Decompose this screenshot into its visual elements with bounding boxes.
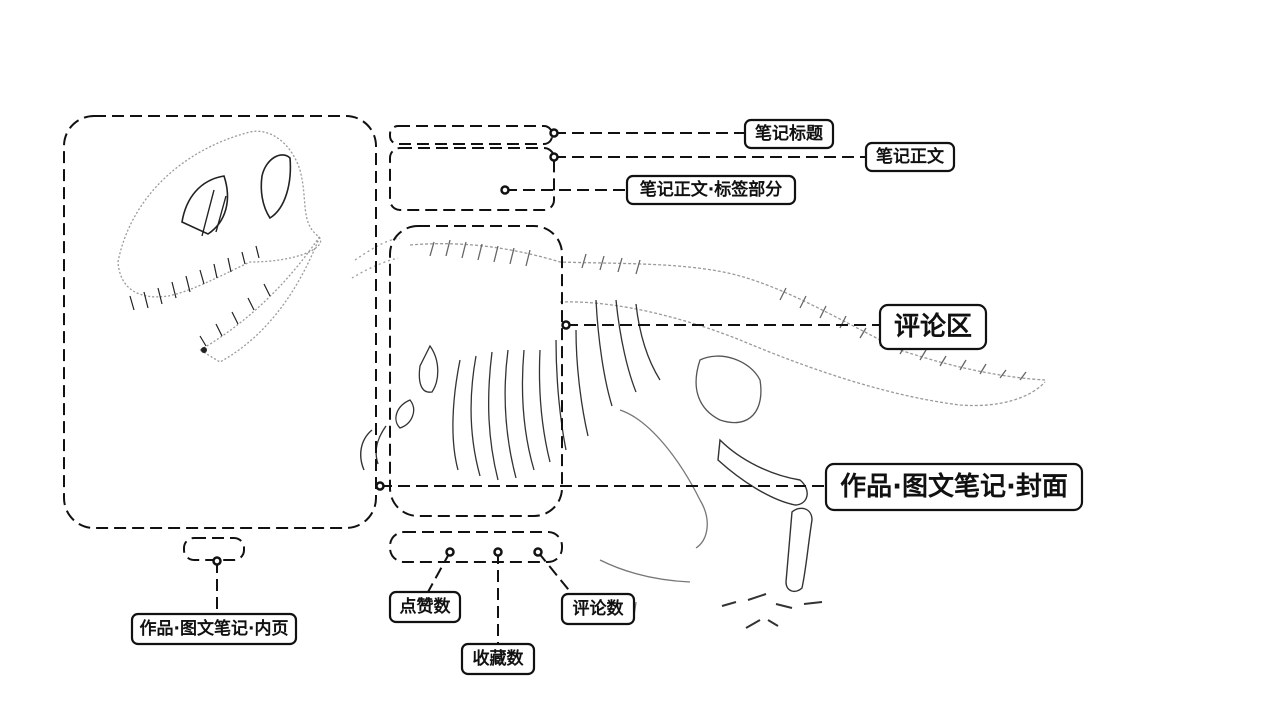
dot-favorite-count: [493, 547, 503, 557]
dot-inner-page: [212, 556, 222, 566]
comment-area-box: [389, 225, 563, 517]
skull-drawing: [117, 130, 322, 363]
hand-drawing: [360, 425, 387, 471]
region-boxes: [63, 115, 563, 563]
note-title-label-box: [743, 118, 835, 150]
anchor-dots: [212, 128, 571, 566]
note-body-label-box: [864, 141, 956, 173]
inner-page-box: [63, 115, 377, 529]
cover-label: 作品·图文笔记·封面: [840, 471, 1068, 502]
dot-like-count: [445, 547, 455, 557]
dot-comment-count: [533, 547, 543, 557]
leader-lines: [216, 132, 880, 646]
dot-note-tags: [500, 185, 510, 195]
dot-comment-area: [561, 320, 571, 330]
note-title-label: 笔记标题: [755, 123, 824, 144]
spine-drawing: [409, 243, 1046, 381]
cover-label-box: [824, 462, 1084, 512]
comment-count-label-box: [560, 592, 636, 626]
like-count-label: 点赞数: [400, 596, 452, 617]
thigh-drawing: [619, 409, 708, 549]
dinosaur-skeleton-illustration: [117, 130, 1046, 629]
comment-area-label-box: [878, 303, 988, 351]
leader-like-count: [427, 551, 451, 593]
dot-note-body: [549, 152, 559, 162]
pagination-dots-box: [183, 537, 245, 561]
note-body-label: 笔记正文: [876, 146, 945, 167]
comment-count-label: 评论数: [573, 598, 625, 619]
spine-lower-drawing: [559, 301, 1046, 407]
dot-cover: [375, 481, 385, 491]
label-boxes: [130, 118, 1084, 676]
foot-bones-drawing: [721, 593, 823, 629]
shin-drawing: [717, 438, 808, 506]
arm-drawing: [395, 344, 439, 429]
stats-bar-box: [389, 531, 563, 563]
note-title-box: [389, 125, 553, 145]
hip-drawing: [695, 355, 762, 424]
lower-leg-drawing: [785, 507, 813, 593]
neck-drawing: [351, 237, 401, 279]
comment-area-label: 评论区: [894, 312, 972, 342]
ribs-drawing: [452, 299, 661, 481]
favorite-count-label-box: [460, 642, 536, 676]
leader-comment-count: [537, 551, 573, 595]
like-count-label-box: [388, 590, 462, 624]
dot-note-title: [549, 128, 559, 138]
note-tags-label: 笔记正文·标签部分: [640, 179, 782, 200]
note-tags-label-box: [625, 174, 797, 206]
inner-page-label: 作品·图文笔记·内页: [140, 618, 289, 639]
favorite-count-label: 收藏数: [473, 648, 525, 669]
inner-page-label-box: [130, 612, 298, 646]
note-body-box: [389, 147, 555, 211]
label-texts: 笔记标题 笔记正文 笔记正文·标签部分 评论区 作品·图文笔记·封面 作品·图文…: [140, 123, 1068, 669]
